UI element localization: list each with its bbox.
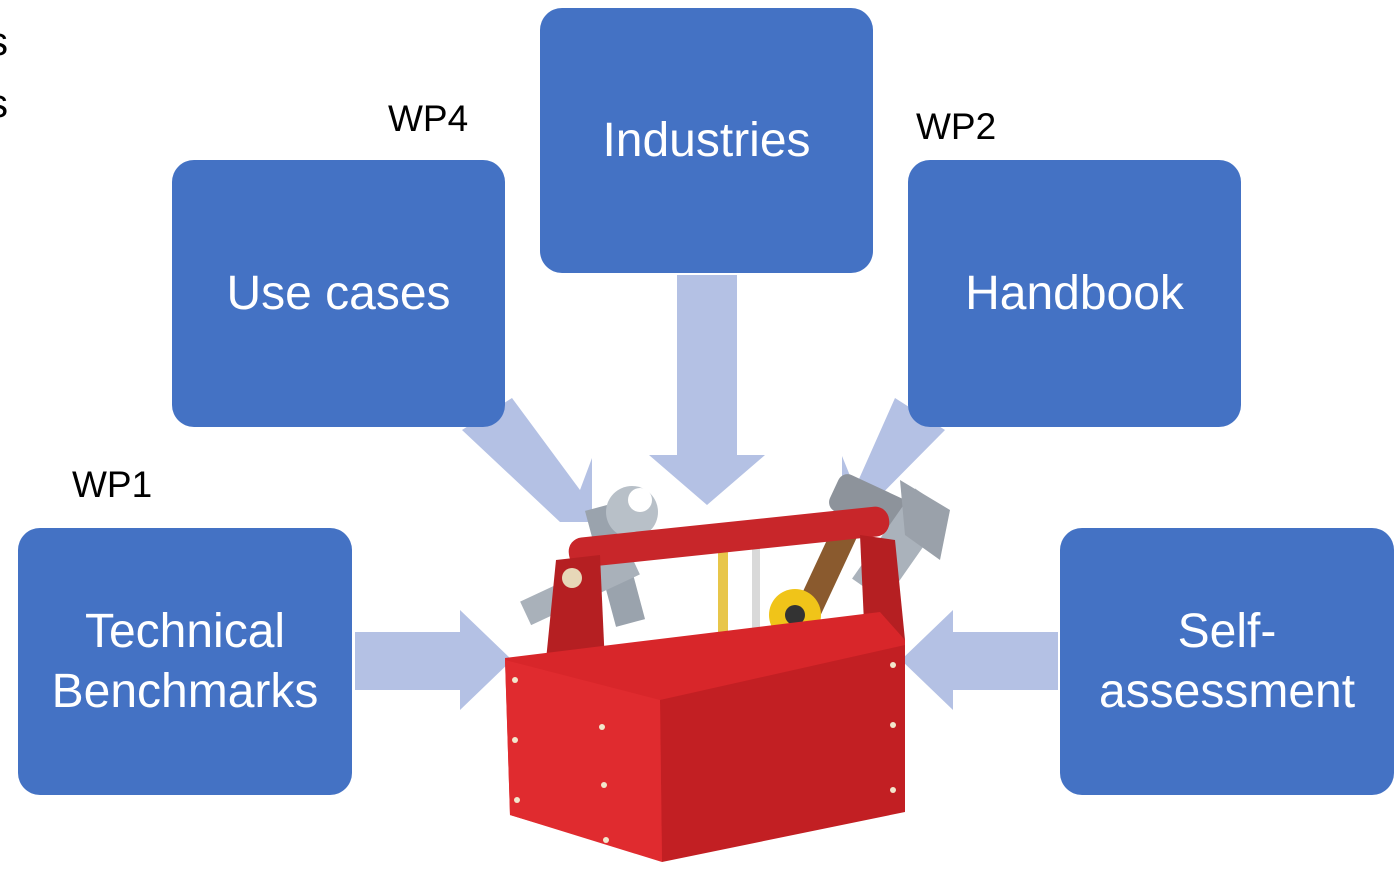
handbook-box: Handbook: [908, 160, 1241, 427]
industries-box: Industries: [540, 8, 873, 273]
arrow-benchmarks-to-toolbox: [355, 610, 512, 710]
cropped-text-fragment: s: [0, 84, 8, 124]
technical-benchmarks-label-line2: Benchmarks: [51, 664, 319, 718]
self-assessment-box: Self- assessment: [1060, 528, 1394, 795]
toolbox-handle: [568, 506, 890, 568]
arrow-industries-to-toolbox: [649, 275, 765, 505]
arrow-selfassessment-to-toolbox: [901, 610, 1058, 710]
wp1-label: WP1: [72, 464, 153, 505]
self-assessment-label-line2: assessment: [1098, 664, 1356, 718]
industries-label: Industries: [602, 113, 811, 167]
self-assessment-label-line1: Self-: [1177, 604, 1277, 658]
toolbox-front-face: [660, 645, 905, 862]
nail-dots: [512, 662, 896, 843]
screwdriver-icon: [718, 525, 760, 655]
cropped-text-fragment: s: [0, 22, 8, 62]
toolbox-left-face: [505, 660, 662, 862]
handbook-label: Handbook: [965, 266, 1184, 320]
wp2-label: WP2: [916, 106, 997, 147]
technical-benchmarks-box: Technical Benchmarks: [18, 528, 352, 795]
use-cases-box: Use cases: [172, 160, 505, 427]
technical-benchmarks-label-line1: Technical: [84, 604, 286, 658]
wp4-label: WP4: [388, 98, 469, 139]
arrow-usecases-to-toolbox: [462, 398, 592, 522]
use-cases-label: Use cases: [226, 266, 451, 320]
toolbox-left-panel: [545, 555, 605, 670]
